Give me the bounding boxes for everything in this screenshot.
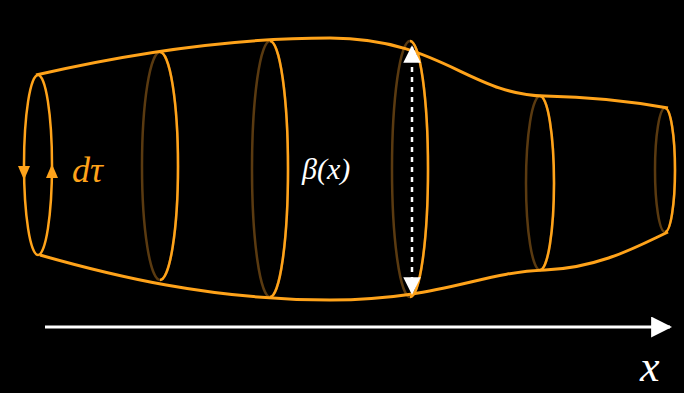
orientation-arrows: [18, 164, 58, 180]
diameter-label: β(x): [302, 154, 350, 184]
x-axis-arrow: [45, 326, 670, 329]
axis-label: x: [640, 345, 660, 389]
tube-outline: [36, 38, 668, 300]
front-sections: [24, 41, 675, 297]
hidden-sections: [142, 41, 675, 297]
circle-element-label: dτ: [72, 152, 103, 188]
diameter-arrow: [411, 47, 414, 293]
